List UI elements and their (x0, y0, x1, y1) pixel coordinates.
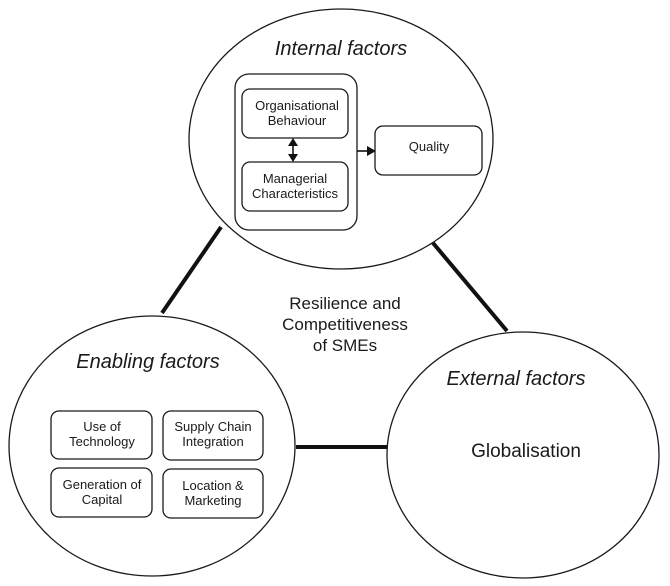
organisational-behaviour-line-1: Organisational (255, 98, 339, 113)
center-label-line-3: of SMEs (313, 336, 377, 355)
organisational-behaviour-box (241, 88, 349, 139)
managerial-characteristics-line-2: Characteristics (252, 186, 338, 201)
managerial-characteristics-line-1: Managerial (263, 171, 327, 186)
location-marketing-line-1: Location & (182, 478, 244, 493)
managerial-characteristics-box (241, 161, 349, 212)
supply-chain-integration-box (162, 410, 264, 461)
internal-factors-node: Internal factors Organisational Behaviou… (188, 8, 494, 270)
center-label-line-2: Competitiveness (282, 315, 408, 334)
use-of-technology-line-1: Use of (83, 419, 121, 434)
double-arrow-icon (288, 138, 298, 162)
location-marketing-box (162, 468, 264, 519)
external-factors-node: External factors Globalisation (386, 331, 660, 579)
center-label: Resilience and Competitiveness of SMEs (282, 294, 408, 355)
connector-internal-external (431, 241, 509, 333)
arrow-right-icon (357, 146, 376, 156)
use-of-technology-line-2: Technology (69, 434, 135, 449)
enabling-factors-title: Enabling factors (76, 351, 219, 373)
quality-box (374, 125, 483, 176)
supply-chain-integration-line-1: Supply Chain (174, 419, 251, 434)
quality-label: Quality (409, 139, 450, 154)
generation-of-capital-line-1: Generation of (63, 477, 142, 492)
generation-of-capital-box (50, 467, 153, 518)
globalisation-label: Globalisation (471, 441, 581, 462)
internal-factors-title: Internal factors (275, 38, 407, 60)
generation-of-capital-line-2: Capital (82, 492, 123, 507)
center-label-line-1: Resilience and (289, 294, 401, 313)
enabling-factors-node: Enabling factors Use of Technology Suppl… (8, 315, 296, 577)
use-of-technology-box (50, 410, 153, 460)
external-factors-circle (386, 331, 660, 579)
external-factors-title: External factors (447, 368, 586, 390)
location-marketing-line-2: Marketing (184, 493, 241, 508)
organisational-behaviour-line-2: Behaviour (268, 113, 327, 128)
supply-chain-integration-line-2: Integration (182, 434, 243, 449)
connector-internal-enabling (160, 225, 223, 315)
